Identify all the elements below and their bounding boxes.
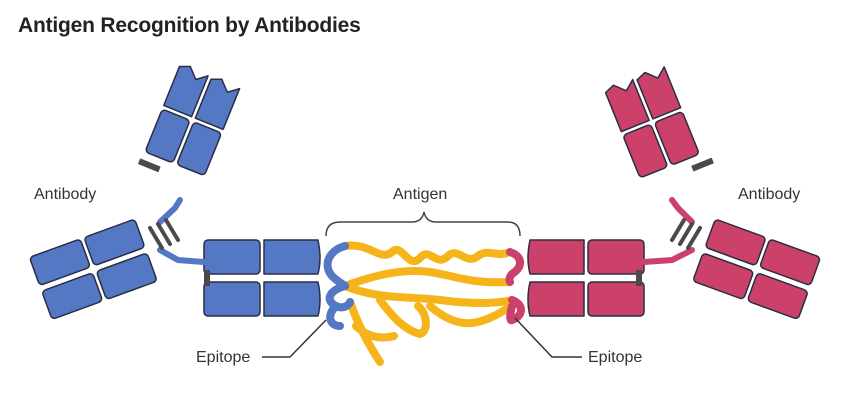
- epitope-left-segment: [323, 242, 350, 290]
- antigen-label: Antigen: [393, 186, 447, 203]
- antibody-left-lower-arm: [29, 219, 157, 320]
- antibody-right-upper-arm: [604, 66, 699, 178]
- antigen-bracket: [325, 211, 521, 237]
- antibody-left-hinge: [148, 197, 210, 286]
- epitope-right-label: Epitope: [588, 349, 642, 366]
- antibody-left-label: Antibody: [34, 186, 96, 203]
- antibody-left-upper-arm: [145, 65, 241, 176]
- epitope-right-leader: [514, 317, 582, 358]
- antibody-right: [527, 66, 821, 320]
- antigen: [323, 241, 525, 366]
- antibody-left-binding-arm: [203, 239, 321, 317]
- epitope-right-segment: [505, 248, 524, 286]
- epitope-left-label: Epitope: [196, 349, 250, 366]
- epitope-left-leader: [262, 319, 327, 358]
- antibody-right-binding-arm: [527, 239, 645, 317]
- antibody-right-lower-arm: [693, 219, 821, 320]
- antibody-right-hinge: [636, 197, 702, 286]
- antibody-left: [29, 65, 321, 320]
- diagram-title: Antigen Recognition by Antibodies: [18, 14, 361, 37]
- antibody-right-label: Antibody: [738, 186, 800, 203]
